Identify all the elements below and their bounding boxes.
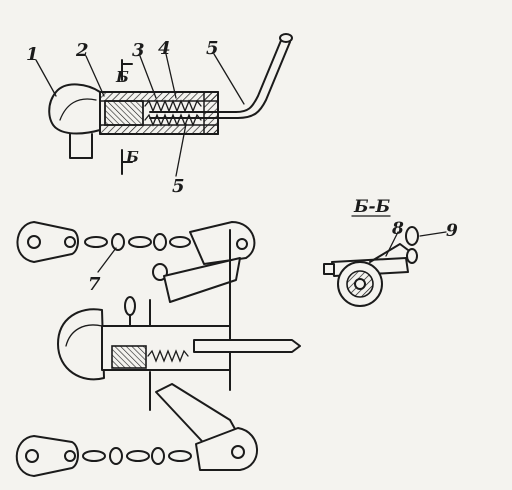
chain-link xyxy=(111,233,125,251)
chain-link xyxy=(168,450,192,462)
label-part-7: 7 xyxy=(88,274,101,295)
spring xyxy=(144,99,202,113)
lever-plate xyxy=(163,257,241,303)
section-b-b: Б-Б 8 9 xyxy=(323,197,458,307)
section-head-center xyxy=(354,278,366,290)
label-section-mark-bottom: Б xyxy=(125,148,139,166)
shackle-bottom-left xyxy=(15,435,79,477)
small-link-body xyxy=(124,296,136,316)
chain-link xyxy=(84,236,108,248)
chain-link xyxy=(82,450,106,462)
shackle-bottom-left-pin xyxy=(64,450,76,462)
label-part-5-bottom: 5 xyxy=(172,176,185,197)
leader-5-top xyxy=(213,53,245,105)
chain-link xyxy=(151,447,165,465)
body-wall-top xyxy=(99,91,219,102)
end-cap xyxy=(203,91,219,135)
shackle-top-left-pin xyxy=(64,236,76,248)
shackle-top-left-hole xyxy=(27,235,41,249)
label-part-9: 9 xyxy=(446,221,458,241)
coupler-head-inner xyxy=(59,98,97,121)
bracket-top-right-hole xyxy=(236,238,248,250)
pusher-block xyxy=(104,100,144,126)
chain-bottom xyxy=(82,447,192,465)
label-part-5-top: 5 xyxy=(206,38,219,59)
leader-5-bottom xyxy=(175,123,187,177)
body-wall-bottom xyxy=(99,124,219,135)
chain-top xyxy=(84,233,191,251)
section-latch xyxy=(369,243,409,263)
bracket-top-right xyxy=(189,221,256,265)
leader-7 xyxy=(97,247,117,273)
coupler-head xyxy=(48,83,101,135)
leader-1 xyxy=(35,59,57,97)
handle xyxy=(235,37,283,113)
assembly-view: 7 xyxy=(15,221,301,477)
spring-lower xyxy=(144,113,202,127)
bracket-bottom-right xyxy=(195,427,258,471)
label-part-2: 2 xyxy=(75,40,89,61)
leader-8 xyxy=(385,231,399,257)
section-bolt xyxy=(323,263,335,275)
label-part-3: 3 xyxy=(132,40,145,61)
label-part-4: 4 xyxy=(158,38,171,59)
chain-link xyxy=(109,447,123,465)
assembly-spring xyxy=(147,349,189,363)
assembly-pusher xyxy=(111,345,147,369)
assembly-head-inner xyxy=(65,324,103,347)
top-section-view: 1 2 3 4 5 Б Б 5 xyxy=(26,33,293,197)
small-link xyxy=(152,263,168,281)
shackle-bottom-left-hole xyxy=(25,449,39,463)
leader-9 xyxy=(419,231,447,237)
section-ring xyxy=(405,226,419,246)
assembly-rod xyxy=(193,339,301,353)
label-section-mark-top: Б xyxy=(115,68,129,86)
chain-link xyxy=(128,236,152,248)
leader-4 xyxy=(165,53,177,99)
leader-2 xyxy=(85,55,105,97)
section-ring-lower xyxy=(406,248,418,264)
bracket-bottom-right-hole xyxy=(231,445,245,459)
assembly-head xyxy=(57,308,105,381)
label-section-title: Б-Б xyxy=(353,197,391,217)
handle-tip xyxy=(279,33,293,43)
label-part-8: 8 xyxy=(391,219,404,239)
chain-link xyxy=(153,233,167,251)
chain-link xyxy=(169,236,191,248)
handle-edge xyxy=(237,41,291,119)
lower-pin xyxy=(69,133,93,159)
leader-3 xyxy=(139,55,157,99)
label-part-1: 1 xyxy=(26,44,39,65)
chain-link xyxy=(126,450,150,462)
shackle-top-left xyxy=(16,221,79,263)
